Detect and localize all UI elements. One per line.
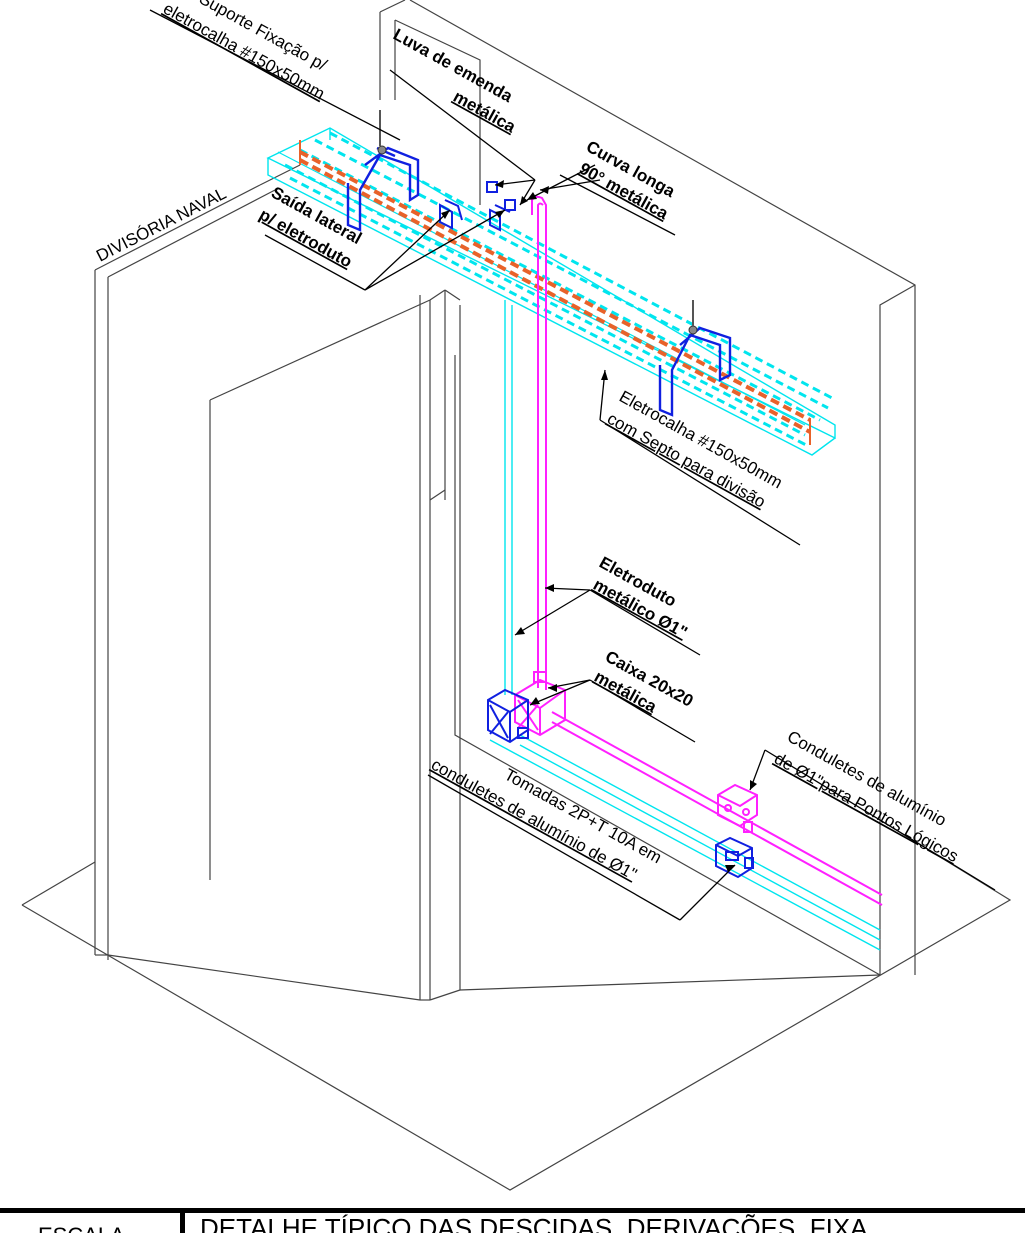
conduit-cyan <box>489 300 881 951</box>
label-luva-line1: Luva de emenda <box>390 25 516 106</box>
title-block-divider <box>180 1213 185 1233</box>
leader-lines <box>149 9 996 921</box>
cable-tray <box>266 127 836 456</box>
drawing-title: DETALHE TÍPICO DAS DESCIDAS, DERIVAÇÕES,… <box>200 1213 868 1233</box>
title-block: ESCALA DETALHE TÍPICO DAS DESCIDAS, DERI… <box>0 1208 1025 1233</box>
arrowheads <box>441 180 757 872</box>
annotation-labels: Suporte Fixação p/ eletrocalha #150x50mm… <box>93 0 961 884</box>
lateral-outlet-fittings <box>439 181 516 232</box>
tray-support-left <box>346 110 420 232</box>
junction-box-blue <box>487 688 529 744</box>
condulete-logic-point <box>717 783 758 833</box>
tray-support-right <box>658 300 732 417</box>
scale-label: ESCALA <box>38 1223 125 1233</box>
room-walls <box>21 0 1012 1191</box>
condulete-socket <box>715 836 754 879</box>
